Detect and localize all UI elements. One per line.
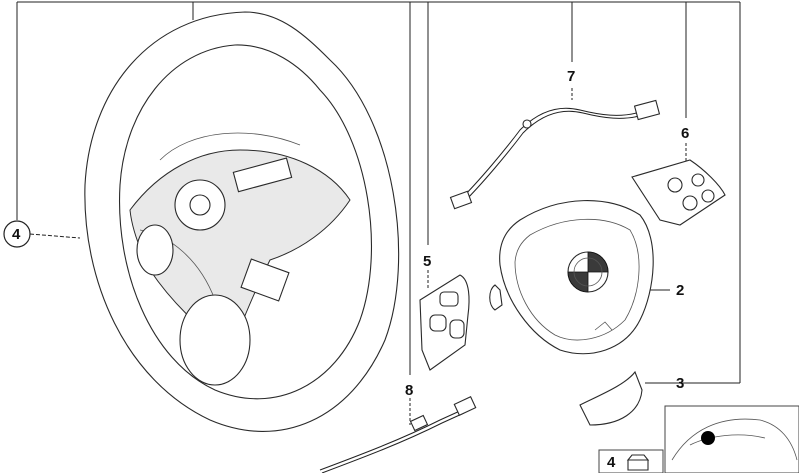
switch-module-right-icon [631, 159, 726, 226]
callout-cable-harness: 7 [567, 68, 575, 85]
callout-switch-left: 5 [423, 253, 431, 270]
airbag-module-icon [489, 200, 654, 355]
location-marker [701, 431, 715, 445]
steering-wheel-icon [84, 11, 400, 432]
callout-trim-cover: 3 [676, 375, 684, 392]
switch-module-icon [419, 274, 470, 371]
bolt-icon [626, 454, 650, 471]
callout-switch-right: 6 [681, 125, 689, 142]
leader-lines [16, 1, 741, 425]
cable-lower-icon [319, 396, 477, 473]
callout-steering-wheel: 4 [12, 226, 21, 243]
trim-cover-icon [579, 370, 643, 426]
legend-box: 4 [598, 449, 664, 473]
wire-harness-icon [449, 99, 661, 210]
callout-cable-lower: 8 [405, 382, 413, 399]
callout-circle-4 [3, 220, 31, 248]
legend-label: 4 [607, 454, 616, 471]
callout-airbag: 2 [676, 282, 684, 299]
car-locator-icon [664, 405, 799, 473]
